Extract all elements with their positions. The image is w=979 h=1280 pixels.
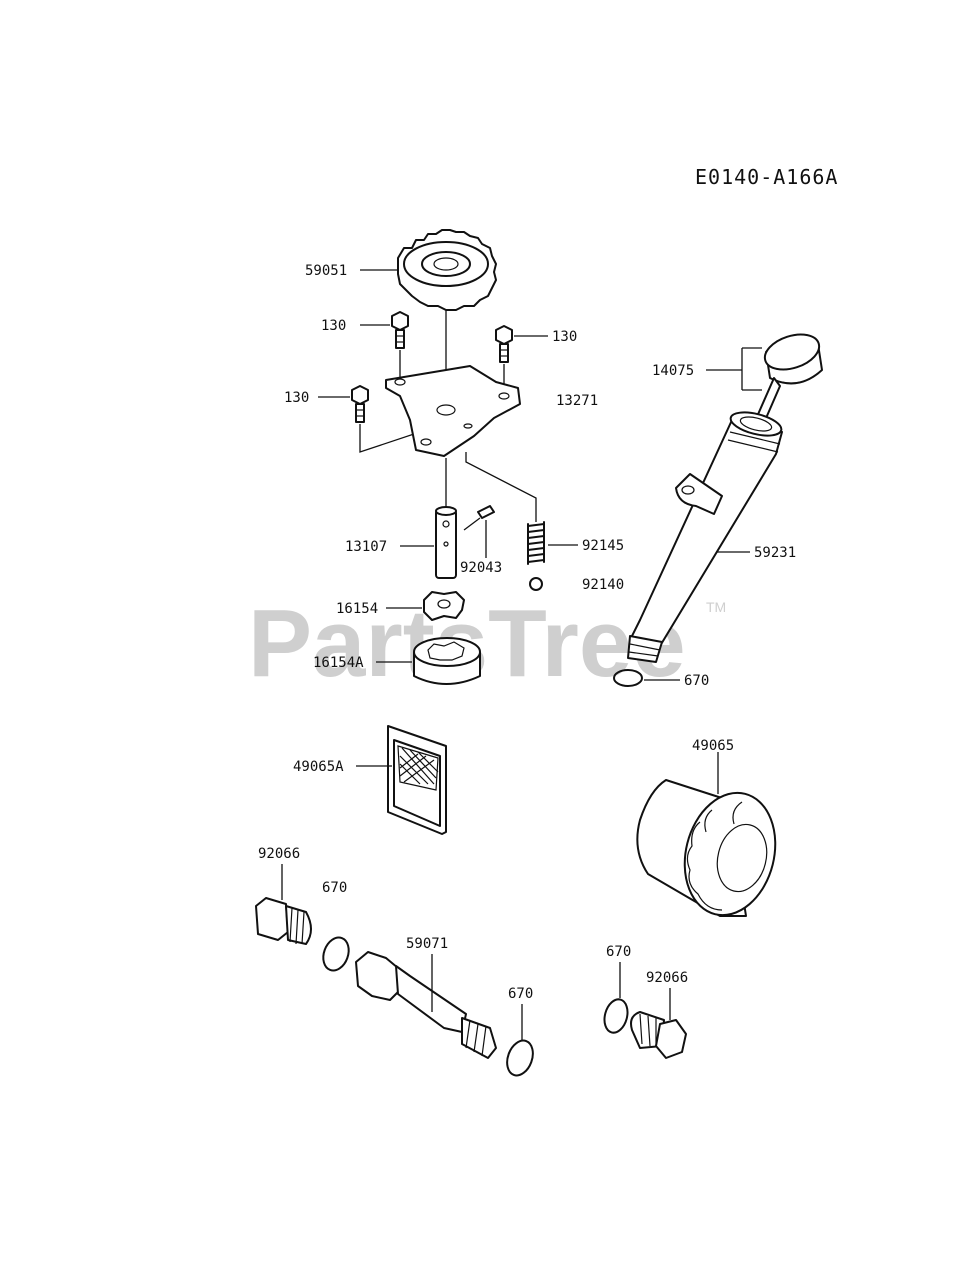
diagram-code: E0140-A166A: [695, 165, 838, 189]
filter-fitting-59071[interactable]: [355, 951, 497, 1059]
label-13271[interactable]: 13271: [556, 393, 598, 409]
label-92066-right[interactable]: 92066: [646, 970, 688, 986]
label-130-top-right[interactable]: 130: [552, 329, 577, 345]
oring-670-right[interactable]: [601, 997, 631, 1036]
label-49065[interactable]: 49065: [692, 738, 734, 754]
label-92043[interactable]: 92043: [460, 560, 502, 576]
shaft-13107[interactable]: [435, 506, 457, 579]
pump-cover-13271[interactable]: [385, 365, 521, 457]
dipstick-cap-14075[interactable]: [751, 328, 824, 433]
label-92145[interactable]: 92145: [582, 538, 624, 554]
pin-92043[interactable]: [477, 505, 495, 519]
label-59231[interactable]: 59231: [754, 545, 796, 561]
outer-rotor-16154a[interactable]: [413, 637, 481, 685]
dipstick-tube-59231[interactable]: [627, 408, 784, 663]
strainer-49065a[interactable]: [387, 725, 447, 835]
oring-670-tube[interactable]: [613, 669, 643, 687]
label-670-right[interactable]: 670: [606, 944, 631, 960]
label-92140[interactable]: 92140: [582, 577, 624, 593]
label-16154[interactable]: 16154: [336, 601, 378, 617]
label-670-tube[interactable]: 670: [684, 673, 709, 689]
label-16154a[interactable]: 16154A: [313, 655, 364, 671]
oring-670-left[interactable]: [319, 934, 353, 974]
oring-670-fitting[interactable]: [503, 1037, 538, 1079]
bolt-130-top-left[interactable]: [391, 311, 409, 349]
label-92066-left[interactable]: 92066: [258, 846, 300, 862]
ball-92140[interactable]: [529, 577, 543, 591]
label-670-left[interactable]: 670: [322, 880, 347, 896]
label-59051[interactable]: 59051: [305, 263, 347, 279]
plug-92066-left[interactable]: [255, 897, 312, 945]
label-59071[interactable]: 59071: [406, 936, 448, 952]
plug-92066-right[interactable]: [630, 1011, 687, 1059]
bolt-130-left[interactable]: [351, 385, 369, 423]
label-130-left[interactable]: 130: [284, 390, 309, 406]
bolt-130-top-right[interactable]: [495, 325, 513, 363]
oil-filter-49065[interactable]: [636, 779, 787, 925]
gear-59051[interactable]: [397, 229, 497, 311]
label-14075[interactable]: 14075: [652, 363, 694, 379]
watermark-trademark: TM: [706, 599, 726, 615]
label-49065a[interactable]: 49065A: [293, 759, 344, 775]
spring-92145[interactable]: [527, 521, 545, 565]
inner-rotor-16154[interactable]: [423, 591, 465, 621]
label-670-fitting[interactable]: 670: [508, 986, 533, 1002]
label-13107[interactable]: 13107: [345, 539, 387, 555]
label-130-top-left[interactable]: 130: [321, 318, 346, 334]
